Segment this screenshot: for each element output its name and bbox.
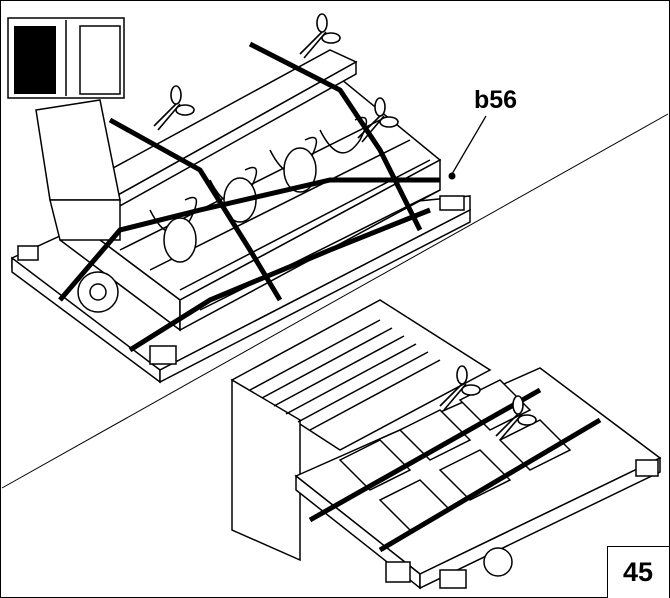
step-number-box: 45 <box>607 546 669 598</box>
callout-leader-line <box>451 115 487 175</box>
lower-straps <box>308 387 602 553</box>
section-divider <box>1 113 669 489</box>
callout-label: b56 <box>474 86 518 114</box>
upper-straps <box>58 41 440 353</box>
lower-strapped-unit <box>230 299 662 590</box>
scissors-icon <box>153 85 195 131</box>
step-number: 45 <box>622 557 654 587</box>
machine-side-indicator-icon <box>7 17 125 99</box>
callout-point <box>448 172 456 180</box>
